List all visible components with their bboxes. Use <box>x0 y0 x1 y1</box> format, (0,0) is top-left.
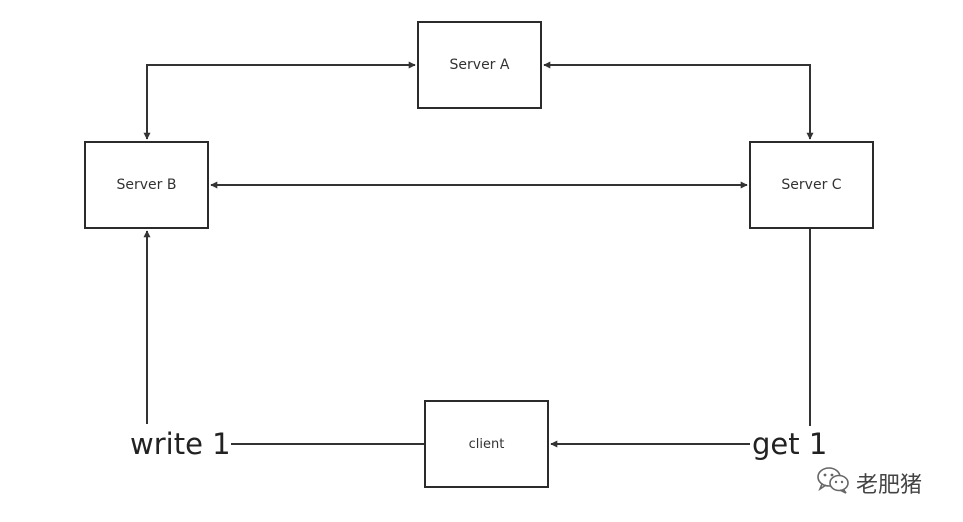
server-c-node: Server C <box>749 141 874 229</box>
get-label: get 1 <box>752 426 828 462</box>
watermark: 老肥猪 <box>816 466 922 499</box>
arrow-server-a-to-server-c <box>543 61 814 140</box>
server-a-label: Server A <box>449 57 510 73</box>
client-node: client <box>424 400 549 488</box>
arrow-server-a-to-server-b <box>143 61 416 140</box>
server-c-label: Server C <box>781 177 842 193</box>
client-label: client <box>468 436 505 452</box>
write-label: write 1 <box>130 426 231 462</box>
wechat-icon <box>816 466 850 499</box>
server-b-label: Server B <box>116 177 177 193</box>
server-b-node: Server B <box>84 141 209 229</box>
server-a-node: Server A <box>417 21 542 109</box>
watermark-text: 老肥猪 <box>856 472 923 498</box>
